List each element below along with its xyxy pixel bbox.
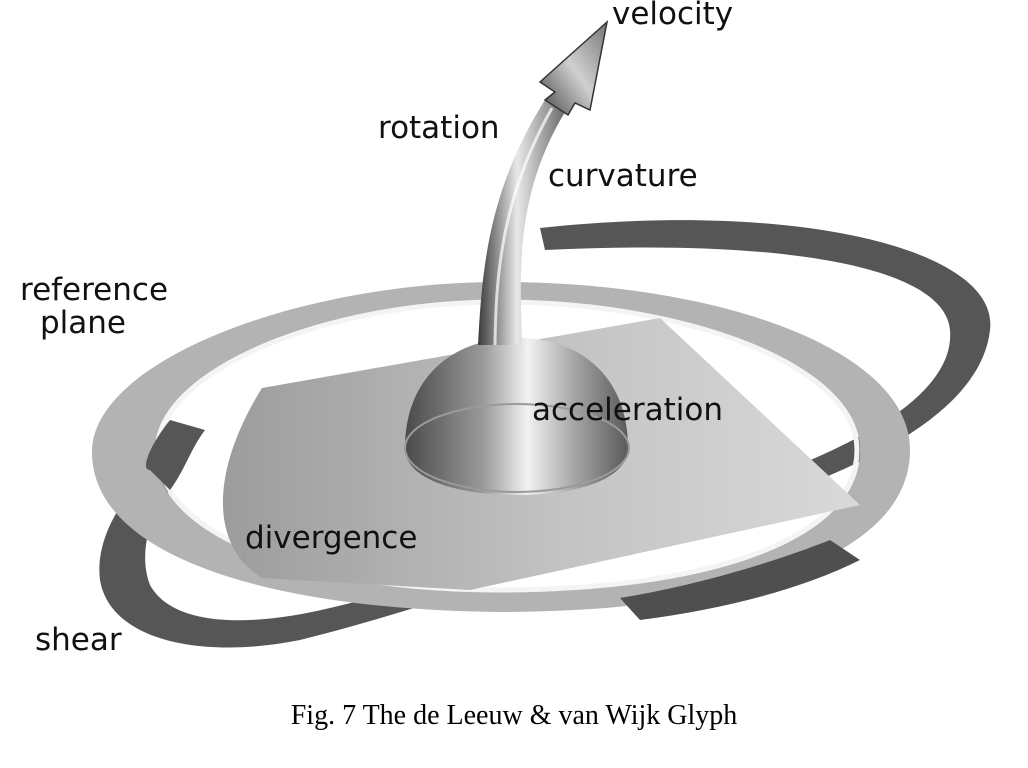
label-reference-plane-1: reference [20,272,168,308]
label-acceleration: acceleration [532,392,723,428]
label-reference-plane-2: plane [40,305,126,341]
figure-caption: Fig. 7 The de Leeuw & van Wijk Glyph [290,700,738,731]
label-rotation: rotation [378,110,500,146]
velocity-arrow [478,19,609,346]
arrowhead-icon [538,19,609,117]
label-curvature: curvature [548,158,698,194]
reference-plane-ring [91,282,910,612]
label-velocity: velocity [612,0,733,32]
label-shear: shear [35,622,122,658]
label-divergence: divergence [245,520,417,556]
shear-ring-front [146,420,860,620]
acceleration-dome [404,338,630,495]
